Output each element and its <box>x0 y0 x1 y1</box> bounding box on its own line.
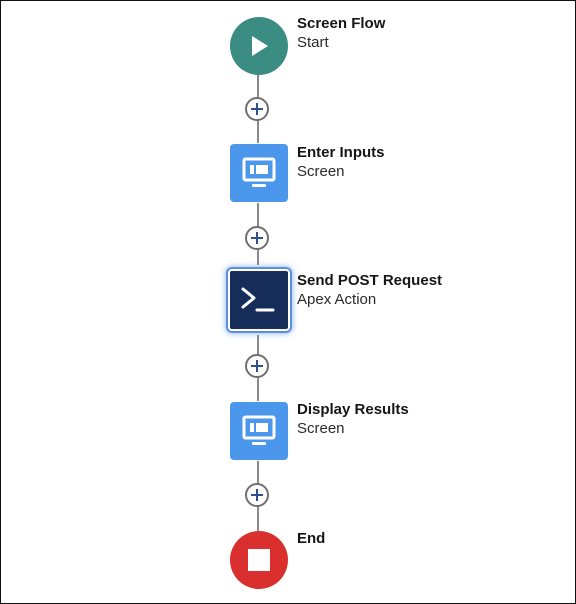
send-post-request-label: Send POST Request Apex Action <box>297 271 442 309</box>
node-title: Send POST Request <box>297 272 443 289</box>
screen-icon <box>242 157 276 187</box>
add-element-icon <box>251 360 263 372</box>
node-title: Enter Inputs <box>297 144 385 161</box>
add-element-button[interactable] <box>245 354 269 378</box>
add-element-button[interactable] <box>245 483 269 507</box>
node-title: Display Results <box>297 401 409 418</box>
screen-icon <box>242 415 276 445</box>
node-subtitle: Apex Action <box>297 291 377 308</box>
node-title: Screen Flow <box>297 15 386 32</box>
add-element-icon <box>251 103 263 115</box>
add-element-button[interactable] <box>245 226 269 250</box>
add-element-icon <box>251 489 263 501</box>
apex-terminal-icon <box>241 287 275 312</box>
node-subtitle: Screen <box>297 163 345 180</box>
play-icon <box>252 36 268 56</box>
node-subtitle: Start <box>297 34 329 51</box>
send-post-request-node[interactable] <box>228 269 290 331</box>
stop-icon <box>248 549 270 571</box>
start-node[interactable] <box>230 17 288 75</box>
enter-inputs-node[interactable] <box>230 144 288 202</box>
end-node-label: End <box>297 529 325 548</box>
end-node[interactable] <box>230 531 288 589</box>
add-element-button[interactable] <box>245 97 269 121</box>
start-node-label: Screen Flow Start <box>297 14 385 52</box>
display-results-node[interactable] <box>230 402 288 460</box>
display-results-label: Display Results Screen <box>297 400 409 438</box>
add-element-icon <box>251 232 263 244</box>
node-title: End <box>297 530 326 547</box>
node-subtitle: Screen <box>297 420 345 437</box>
enter-inputs-label: Enter Inputs Screen <box>297 143 385 181</box>
